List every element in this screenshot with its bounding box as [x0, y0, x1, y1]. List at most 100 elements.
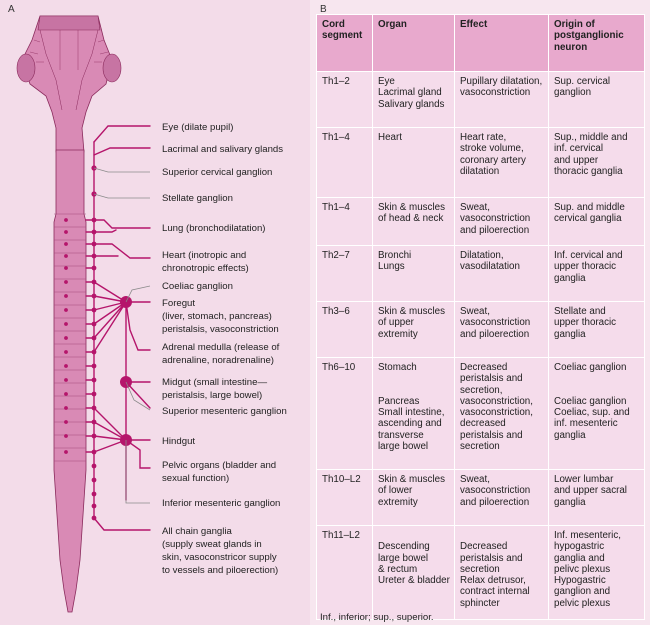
label-foregut-3: peristalsis, vasoconstriction — [162, 324, 279, 335]
cell-text: Dilatation, — [460, 250, 504, 261]
header-effect: Effect — [454, 14, 549, 72]
cell-text: vasoconstriction, — [460, 407, 533, 419]
cell-text: of lower — [378, 485, 413, 497]
cell-text: sphincter — [460, 597, 500, 609]
cell-text — [460, 530, 543, 541]
cell-text: Heart — [378, 132, 402, 143]
cell-text: Sweat, — [460, 202, 490, 213]
cell-text: upper thoracic — [554, 261, 617, 273]
header-organ: Organ — [372, 14, 455, 72]
label-foregut-1: Foregut — [162, 298, 195, 309]
cell-segment: Th1–4 — [316, 127, 373, 198]
cell-segment: Th11–L2 — [316, 525, 373, 620]
label-coeliac: Coeliac ganglion — [162, 281, 233, 292]
cell-text: inf. mesenteric — [554, 418, 618, 430]
nerve-heart — [93, 243, 151, 259]
cell-text: Sup. and middle — [554, 202, 625, 213]
label-adrenal-1: Adrenal medulla (release of — [162, 342, 280, 353]
cell-text: Th11–L2 — [322, 530, 360, 541]
cell-text: Lungs — [378, 261, 405, 273]
label-eye: Eye (dilate pupil) — [162, 122, 233, 133]
cell-text: dilatation — [460, 165, 500, 177]
table-footnote: Inf., inferior; sup., superior. — [320, 612, 434, 623]
cell-text: Skin & muscles — [378, 474, 445, 485]
cell-text: of head & neck — [378, 213, 444, 225]
cell-text: Salivary glands — [378, 98, 445, 110]
cell-text: Th1–4 — [322, 132, 350, 143]
label-all-chain-2: (supply sweat glands in — [162, 539, 262, 550]
cell-text: and piloerection — [460, 224, 530, 236]
cell-text — [378, 373, 449, 384]
nerve-all-chain-ganglia — [93, 517, 151, 531]
label-foregut-2: (liver, stomach, pancreas) — [162, 311, 272, 322]
panel-a-letter: A — [8, 4, 15, 15]
cell-text: pelivc plexus — [554, 563, 611, 575]
cell-text: inf. cervical — [554, 143, 603, 155]
cell-text: Stomach — [378, 362, 417, 373]
cell-segment: Th10–L2 — [316, 469, 373, 526]
cell-text: Th6–10 — [322, 362, 356, 373]
cell-segment: Th3–6 — [316, 301, 373, 358]
sympathetic-nervous-system-diagram: Eye (dilate pupil) Lacrimal and salivary… — [16, 15, 287, 613]
organ-labels: Eye (dilate pupil) Lacrimal and salivary… — [162, 122, 287, 576]
cell-text: Decreased — [460, 362, 508, 373]
cell-text: Lacrimal gland — [378, 87, 442, 99]
cell-effect: Pupillary dilatation,vasoconstriction — [454, 71, 549, 128]
cell-text: decreased — [460, 418, 506, 430]
cell-segment: Th1–2 — [316, 71, 373, 128]
cell-text: Sup., middle and — [554, 132, 628, 143]
cell-text: Th1–4 — [322, 202, 350, 213]
cell-text: cervical ganglia — [554, 213, 622, 225]
label-all-chain-1: All chain ganglia — [162, 526, 233, 537]
cell-text: Relax detrusor, — [460, 575, 526, 587]
cell-text: extremity — [378, 328, 418, 340]
cell-segment: Th2–7 — [316, 245, 373, 302]
cell-text: Inf. cervical and — [554, 250, 623, 261]
nerve-eye — [93, 125, 151, 143]
splanchnic-to-inf-mesenteric — [93, 407, 127, 453]
label-stellate: Stellate ganglion — [162, 193, 233, 204]
cell-text: of upper — [378, 317, 414, 329]
nerve-pelvic — [125, 439, 151, 469]
cell-text: and upper — [554, 154, 599, 166]
label-pelvic-2: sexual function) — [162, 473, 229, 484]
nerve-lacrimal — [93, 147, 151, 156]
cell-text: ganglion and — [554, 586, 611, 598]
label-adrenal-2: adrenaline, noradrenaline) — [162, 355, 274, 366]
cell-text: vasoconstriction — [460, 213, 531, 225]
cell-text: & rectum — [378, 563, 418, 575]
label-pelvic-1: Pelvic organs (bladder and — [162, 460, 276, 471]
cell-text: Pupillary dilatation, — [460, 76, 543, 87]
cell-text: ganglia — [554, 496, 586, 508]
cell-text: ganglia — [554, 429, 586, 441]
label-heart-1: Heart (inotropic and — [162, 250, 246, 261]
label-all-chain-4: to vessels and piloerection) — [162, 565, 278, 576]
cell-text: secretion — [460, 441, 500, 453]
cell-text: stroke volume, — [460, 143, 524, 155]
cell-text: peristalsis and — [460, 552, 523, 564]
cell-text: Sweat, — [460, 306, 490, 317]
cell-text: Skin & muscles — [378, 306, 445, 317]
cell-text: Coeliac ganglion — [554, 362, 627, 373]
cell-text: Hypogastric — [554, 575, 606, 587]
cell-text: vasoconstriction — [460, 485, 531, 497]
